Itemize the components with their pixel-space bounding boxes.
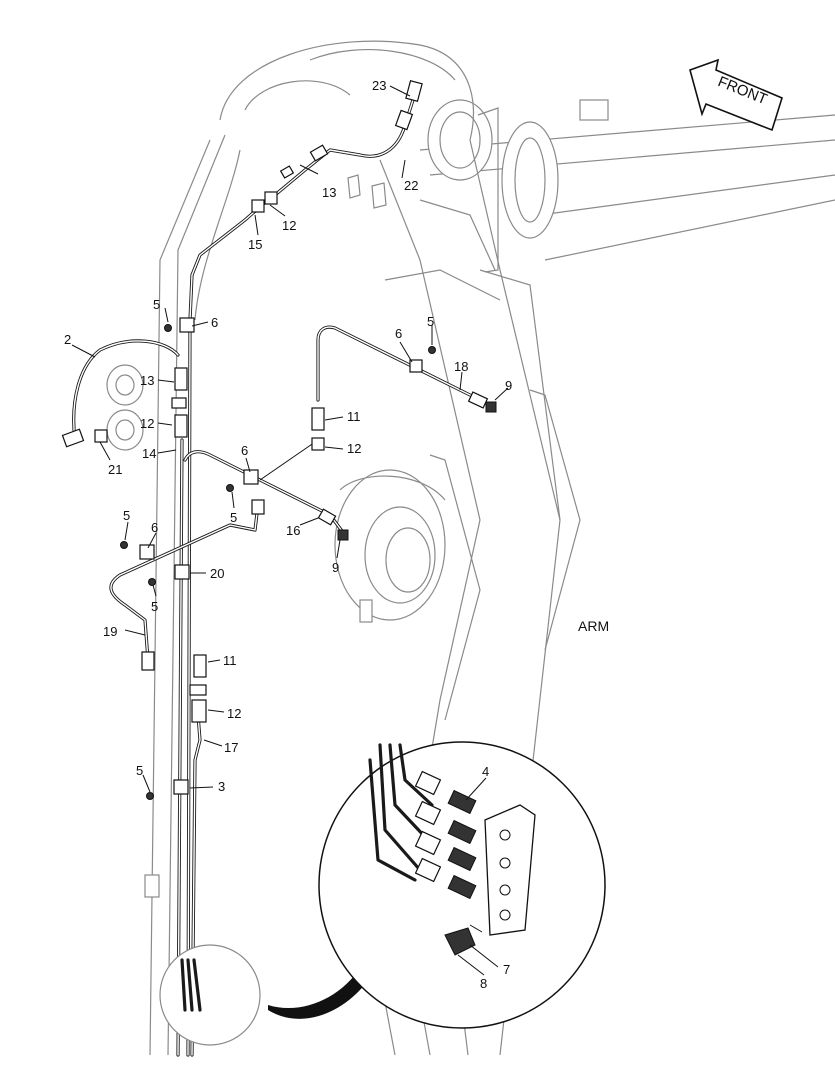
callout-5-c: 5 xyxy=(230,510,237,525)
front-arrow: FRONT xyxy=(689,58,783,132)
pipe-lines xyxy=(72,98,492,1057)
magnified-detail xyxy=(318,741,606,1029)
callout-12: 12 xyxy=(282,218,296,233)
callout-leaders xyxy=(71,85,509,976)
callout-7: 7 xyxy=(503,962,510,977)
callout-21: 21 xyxy=(108,462,122,477)
arm-label: ARM xyxy=(578,618,609,634)
callout-5-b: 5 xyxy=(427,314,434,329)
callout-9-b: 9 xyxy=(332,560,339,575)
callout-4: 4 xyxy=(482,764,489,779)
callout-2: 2 xyxy=(64,332,71,347)
callout-5-d: 5 xyxy=(123,508,130,523)
callout-6-b: 6 xyxy=(395,326,402,341)
callout-18: 18 xyxy=(454,359,468,374)
callout-20: 20 xyxy=(210,566,224,581)
callout-5-e: 5 xyxy=(151,599,158,614)
callout-6-c: 6 xyxy=(241,443,248,458)
callout-3: 3 xyxy=(218,779,225,794)
callout-16: 16 xyxy=(286,523,300,538)
callout-labels: 23 22 13 12 15 5 6 2 13 12 14 21 6 5 18 … xyxy=(64,78,609,991)
callout-13-b: 13 xyxy=(140,373,154,388)
callout-12-d: 12 xyxy=(227,706,241,721)
callout-17: 17 xyxy=(224,740,238,755)
callout-9: 9 xyxy=(505,378,512,393)
callout-11: 11 xyxy=(347,409,361,424)
callout-6-d: 6 xyxy=(151,520,158,535)
callout-11-b: 11 xyxy=(223,653,237,668)
callout-23: 23 xyxy=(372,78,386,93)
callout-12-b: 12 xyxy=(140,416,154,431)
fittings xyxy=(61,80,497,991)
callout-15: 15 xyxy=(248,237,262,252)
callout-5: 5 xyxy=(153,297,160,312)
callout-13: 13 xyxy=(322,185,336,200)
callout-12-c: 12 xyxy=(347,441,361,456)
callout-19: 19 xyxy=(103,624,117,639)
callout-6: 6 xyxy=(211,315,218,330)
callout-8: 8 xyxy=(480,976,487,991)
callout-22: 22 xyxy=(404,178,418,193)
callout-5-f: 5 xyxy=(136,763,143,778)
callout-14: 14 xyxy=(142,446,156,461)
